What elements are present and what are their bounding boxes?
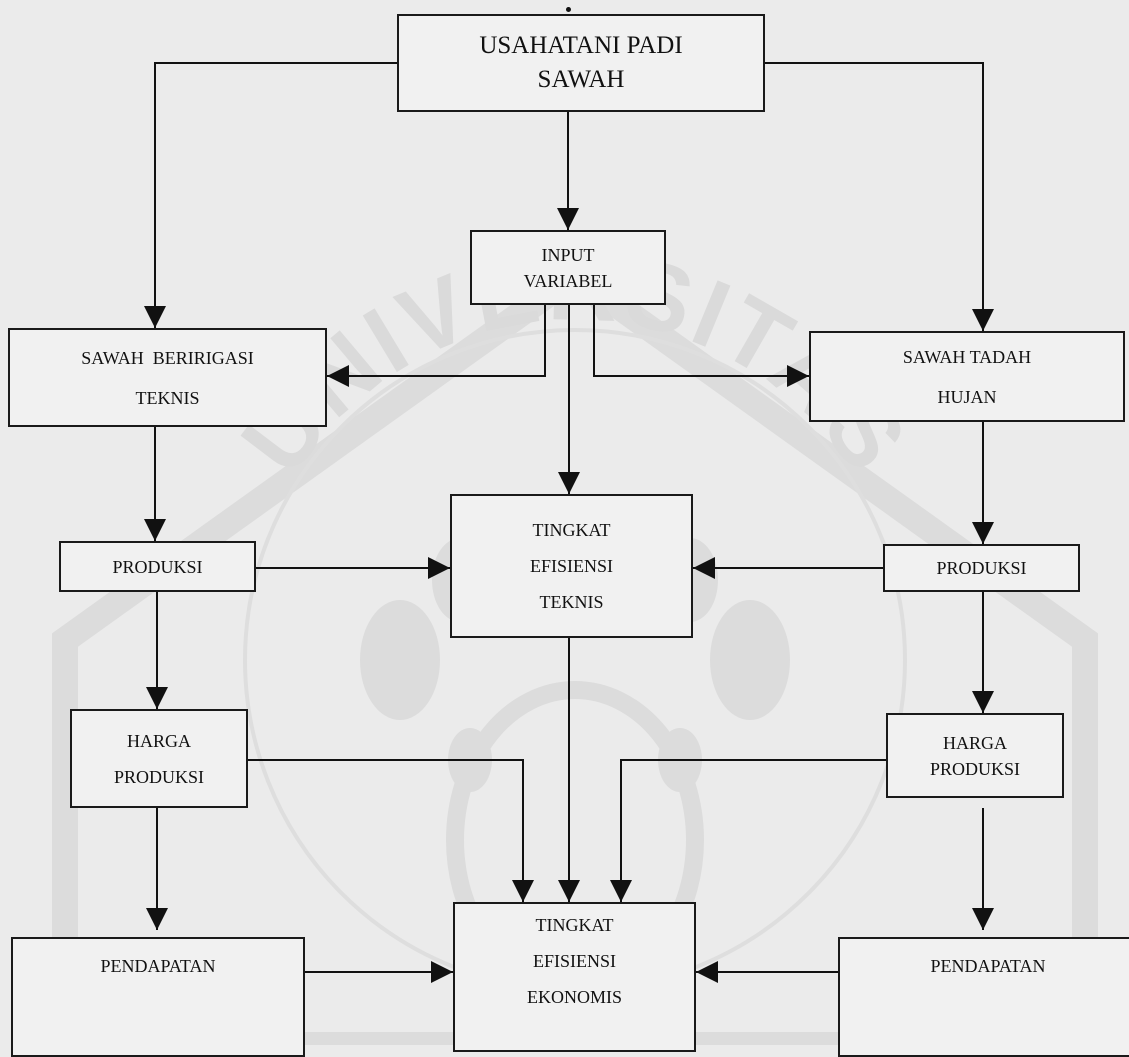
- node-label-line: PRODUKSI: [936, 558, 1027, 578]
- node-produksi-left: PRODUKSI: [59, 541, 256, 592]
- node-sawah-beririgasi-teknis: SAWAH BERIRIGASI TEKNIS: [8, 328, 327, 427]
- node-label-line: SAWAH BERIRIGASI: [81, 347, 254, 368]
- node-label-line: EKONOMIS: [526, 987, 622, 1007]
- node-label-line: SAWAH: [537, 66, 625, 93]
- node-tingkat-efisiensi-ekonomis: TINGKAT EFISIENSI EKONOMIS: [453, 902, 696, 1052]
- node-label-line: PRODUKSI: [113, 766, 205, 787]
- arrow-usahatani-to-tadah: [765, 62, 994, 331]
- node-label-line: VARIABEL: [523, 270, 613, 291]
- node-label-line: TEKNIS: [135, 387, 200, 408]
- node-label-line: SAWAH TADAH: [902, 346, 1032, 367]
- node-tingkat-efisiensi-teknis: TINGKAT EFISIENSI TEKNIS: [450, 494, 693, 638]
- stray-dot: [566, 7, 571, 12]
- node-label-line: TINGKAT: [532, 520, 611, 540]
- node-label-line: EFISIENSI: [529, 556, 613, 576]
- arrow-harga-left-to-ekonomis: [248, 759, 534, 902]
- node-pendapatan-right: PENDAPATAN: [838, 937, 1129, 1057]
- node-produksi-right: PRODUKSI: [883, 544, 1080, 592]
- node-label-line: PENDAPATAN: [100, 956, 216, 976]
- node-label-line: TINGKAT: [535, 915, 614, 935]
- node-label-line: HARGA: [942, 732, 1007, 753]
- arrow-harga-right-to-ekonomis: [610, 759, 886, 902]
- node-usahatani-padi-sawah: USAHATANI PADI SAWAH: [397, 14, 765, 112]
- node-harga-produksi-left: HARGA PRODUKSI: [70, 709, 248, 808]
- node-sawah-tadah-hujan: SAWAH TADAH HUJAN: [809, 331, 1125, 422]
- node-harga-produksi-right: HARGA PRODUKSI: [886, 713, 1064, 798]
- node-label-line: HUJAN: [937, 386, 997, 407]
- node-label-line: PRODUKSI: [112, 556, 203, 577]
- node-label-line: PRODUKSI: [929, 758, 1021, 779]
- node-label-line: INPUT: [541, 244, 595, 265]
- node-label-line: HARGA: [126, 730, 191, 751]
- arrow-usahatani-to-beririgasi: [144, 62, 397, 328]
- node-label-line: EFISIENSI: [532, 951, 616, 971]
- arrow-input-to-tadah: [593, 305, 809, 387]
- node-label-line: TEKNIS: [539, 592, 604, 612]
- node-input-variabel: INPUT VARIABEL: [470, 230, 666, 305]
- node-label-line: USAHATANI PADI: [479, 32, 683, 59]
- node-label-line: PENDAPATAN: [930, 956, 1046, 976]
- node-pendapatan-left: PENDAPATAN: [11, 937, 305, 1057]
- arrow-input-to-beririgasi: [327, 305, 546, 387]
